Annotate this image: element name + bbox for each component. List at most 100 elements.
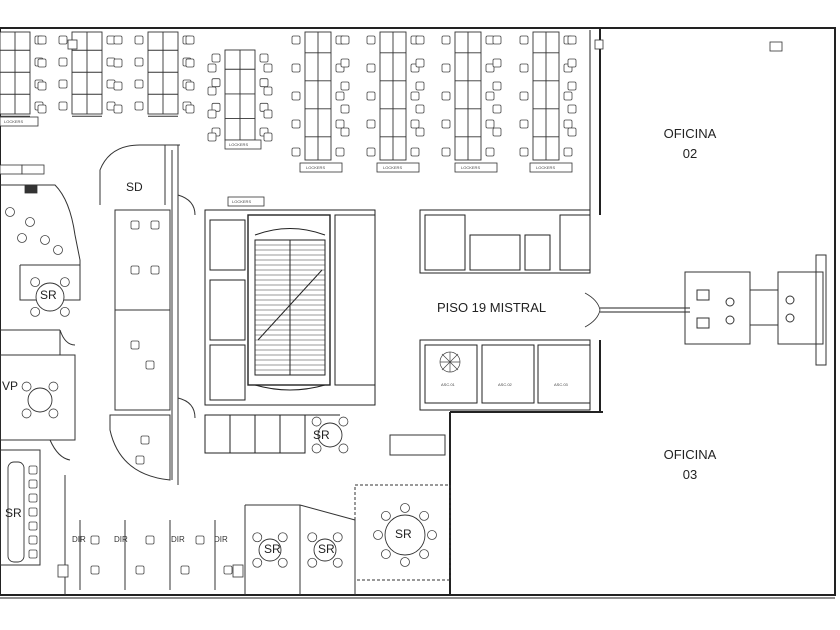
room-label-dir-3: DIR [171, 535, 185, 544]
elevator-tag-2: ASC.02 [498, 382, 512, 387]
desk-chair [492, 127, 502, 137]
desk-chair [366, 63, 376, 73]
office-chair [90, 565, 100, 575]
desk-chair [291, 35, 301, 45]
desk-chair [567, 58, 577, 68]
desk-chair [366, 91, 376, 101]
table-chair [373, 530, 383, 540]
lounge-chair [40, 235, 50, 245]
desk-chair [263, 132, 273, 142]
outer-walls [0, 27, 836, 599]
round-table [35, 282, 65, 312]
desk-chair [340, 35, 350, 45]
lounge-chair [17, 233, 27, 243]
desk-chair [567, 81, 577, 91]
workstation-area [0, 31, 577, 166]
oficina-03-label: OFICINA 03 [648, 445, 732, 485]
desk-chair [185, 35, 195, 45]
office-chair [145, 535, 155, 545]
desk-chair [485, 147, 495, 157]
oficina-02-number: 02 [682, 146, 698, 161]
desk-chair [113, 81, 123, 91]
desk-chair [410, 147, 420, 157]
conference-table [7, 461, 25, 563]
desk-chair [134, 35, 144, 45]
desk-chair [519, 35, 529, 45]
office-chair [150, 265, 160, 275]
desk-chair [492, 58, 502, 68]
round-table [27, 387, 53, 413]
desk-chair [563, 147, 573, 157]
desk-chair [58, 79, 68, 89]
room-label-sr-5: SR [318, 542, 335, 556]
bottom-offices [0, 434, 451, 595]
meeting-tables [5, 207, 437, 575]
locker-tag-2: LOCKERS [229, 142, 249, 147]
office-chair [195, 535, 205, 545]
desk-chair [492, 81, 502, 91]
table-chair [252, 532, 263, 543]
locker-tag-1: LOCKERS [4, 119, 24, 124]
office-chair [223, 565, 233, 575]
room-label-sr-3: SR [313, 428, 330, 442]
desk-chair [291, 147, 301, 157]
desk-chair [335, 91, 345, 101]
desk-chair [567, 104, 577, 114]
room-label-sr-2: SR [5, 506, 22, 520]
desk-chair [563, 119, 573, 129]
oficina-02-label: OFICINA 02 [648, 124, 732, 164]
desk-chair [291, 119, 301, 129]
table-chair [277, 557, 288, 568]
desk-chair [291, 91, 301, 101]
desk-chair [211, 78, 221, 88]
desk-chair [185, 81, 195, 91]
desk-chair [410, 119, 420, 129]
desk-chair [366, 119, 376, 129]
desk-chair [567, 127, 577, 137]
lounge-chair [25, 217, 35, 227]
left-offices [0, 144, 196, 485]
table-chair [28, 535, 38, 545]
desk-chair [441, 35, 451, 45]
room-label-sr-6: SR [395, 527, 412, 541]
table-chair [380, 549, 391, 560]
desk-chair [415, 58, 425, 68]
room-label-dir-2: DIR [114, 535, 128, 544]
table-chair [332, 532, 343, 543]
locker-tag-4: LOCKERS [383, 165, 403, 170]
table-chair [311, 416, 322, 427]
desk-chair [415, 35, 425, 45]
oficina-03-name: OFICINA [663, 447, 717, 462]
round-table [384, 514, 426, 556]
desk-chair [485, 119, 495, 129]
right-service-cluster [684, 254, 827, 366]
table-chair [21, 381, 32, 392]
desk-chair [207, 86, 217, 96]
elevator-tag-1: ASC.01 [441, 382, 455, 387]
floor-name-label: PISO 19 MISTRAL [437, 300, 547, 315]
locker-tag-5: LOCKERS [461, 165, 481, 170]
desk-chair [185, 58, 195, 68]
desk-chair [441, 91, 451, 101]
table-chair [28, 465, 38, 475]
office-chair [135, 565, 145, 575]
table-chair [427, 530, 437, 540]
desk-chair [410, 91, 420, 101]
desk-chair [207, 109, 217, 119]
desk-chair [58, 57, 68, 67]
table-chair [28, 549, 38, 559]
table-chair [380, 510, 391, 521]
desk-chair [567, 35, 577, 45]
table-chair [28, 521, 38, 531]
round-table [258, 538, 282, 562]
table-chair [252, 557, 263, 568]
stair-treads [255, 244, 325, 371]
lounge-chair [5, 207, 15, 217]
office-chair [145, 360, 155, 370]
desk-chair [211, 53, 221, 63]
office-chair [130, 340, 140, 350]
elevator-symbols [439, 351, 461, 373]
table-chair [307, 532, 318, 543]
table-chair [277, 532, 288, 543]
